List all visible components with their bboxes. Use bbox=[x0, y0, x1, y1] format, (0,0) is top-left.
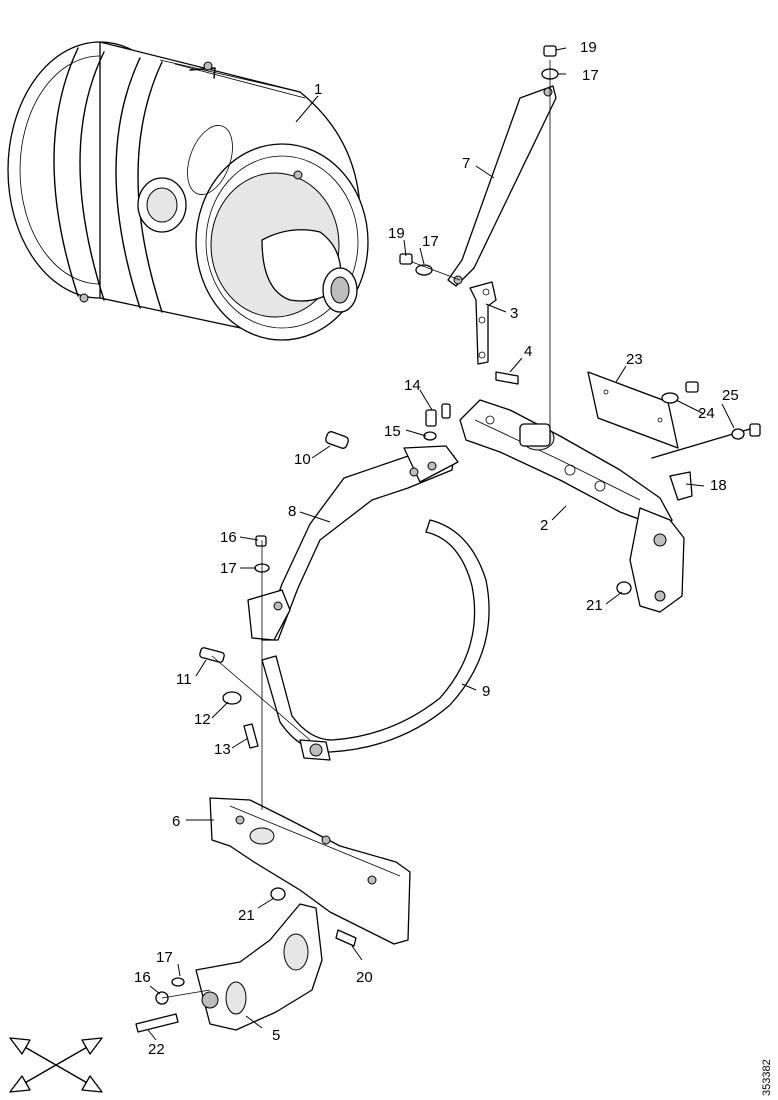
callout-25: 25 bbox=[722, 387, 739, 404]
callout-11: 11 bbox=[176, 671, 192, 688]
callout-19-top: 19 bbox=[580, 39, 597, 56]
callout-23: 23 bbox=[626, 351, 643, 368]
callout-12: 12 bbox=[194, 711, 211, 728]
upper-clamp-bracket bbox=[247, 445, 459, 641]
callout-16-left: 16 bbox=[220, 529, 237, 546]
callout-5: 5 bbox=[272, 1027, 280, 1044]
callout-6: 6 bbox=[172, 813, 180, 830]
small-bracket bbox=[469, 281, 497, 365]
callout-24: 24 bbox=[698, 405, 715, 422]
callout-14: 14 bbox=[404, 377, 421, 394]
callout-3: 3 bbox=[510, 305, 518, 322]
assembly-center-lines bbox=[161, 60, 551, 999]
callout-4: 4 bbox=[524, 343, 532, 360]
callout-16-lower: 16 bbox=[134, 969, 151, 986]
callout-20: 20 bbox=[356, 969, 373, 986]
callout-labels: 1 2 3 4 5 6 7 8 9 10 11 12 13 14 15 16 1… bbox=[134, 39, 739, 1058]
silencer-drum bbox=[7, 41, 369, 341]
callout-22: 22 bbox=[148, 1041, 165, 1058]
cover-plate bbox=[587, 371, 679, 449]
callout-21-left: 21 bbox=[238, 907, 255, 924]
four-way-arrows-icon bbox=[9, 1037, 103, 1093]
callout-9: 9 bbox=[482, 683, 490, 700]
callout-1: 1 bbox=[314, 81, 322, 98]
callout-13: 13 bbox=[214, 741, 231, 758]
callout-2: 2 bbox=[540, 517, 548, 534]
lower-mounting-plate bbox=[209, 797, 411, 945]
callout-7: 7 bbox=[462, 155, 470, 172]
main-support-bracket bbox=[459, 399, 685, 613]
callout-17-lower: 17 bbox=[156, 949, 173, 966]
leader-lines bbox=[147, 47, 735, 1041]
document-id: 353382 bbox=[761, 1059, 773, 1096]
callout-21-right: 21 bbox=[586, 597, 603, 614]
callout-18: 18 bbox=[710, 477, 727, 494]
callout-19-mid: 19 bbox=[388, 225, 405, 242]
stay-rod bbox=[447, 85, 557, 287]
callout-17-top: 17 bbox=[582, 67, 599, 84]
callout-17-mid: 17 bbox=[422, 233, 439, 250]
callout-10: 10 bbox=[294, 451, 311, 468]
callout-8: 8 bbox=[288, 503, 296, 520]
callout-15: 15 bbox=[384, 423, 401, 440]
callout-17-left: 17 bbox=[220, 560, 237, 577]
lower-bracket bbox=[195, 903, 323, 1031]
